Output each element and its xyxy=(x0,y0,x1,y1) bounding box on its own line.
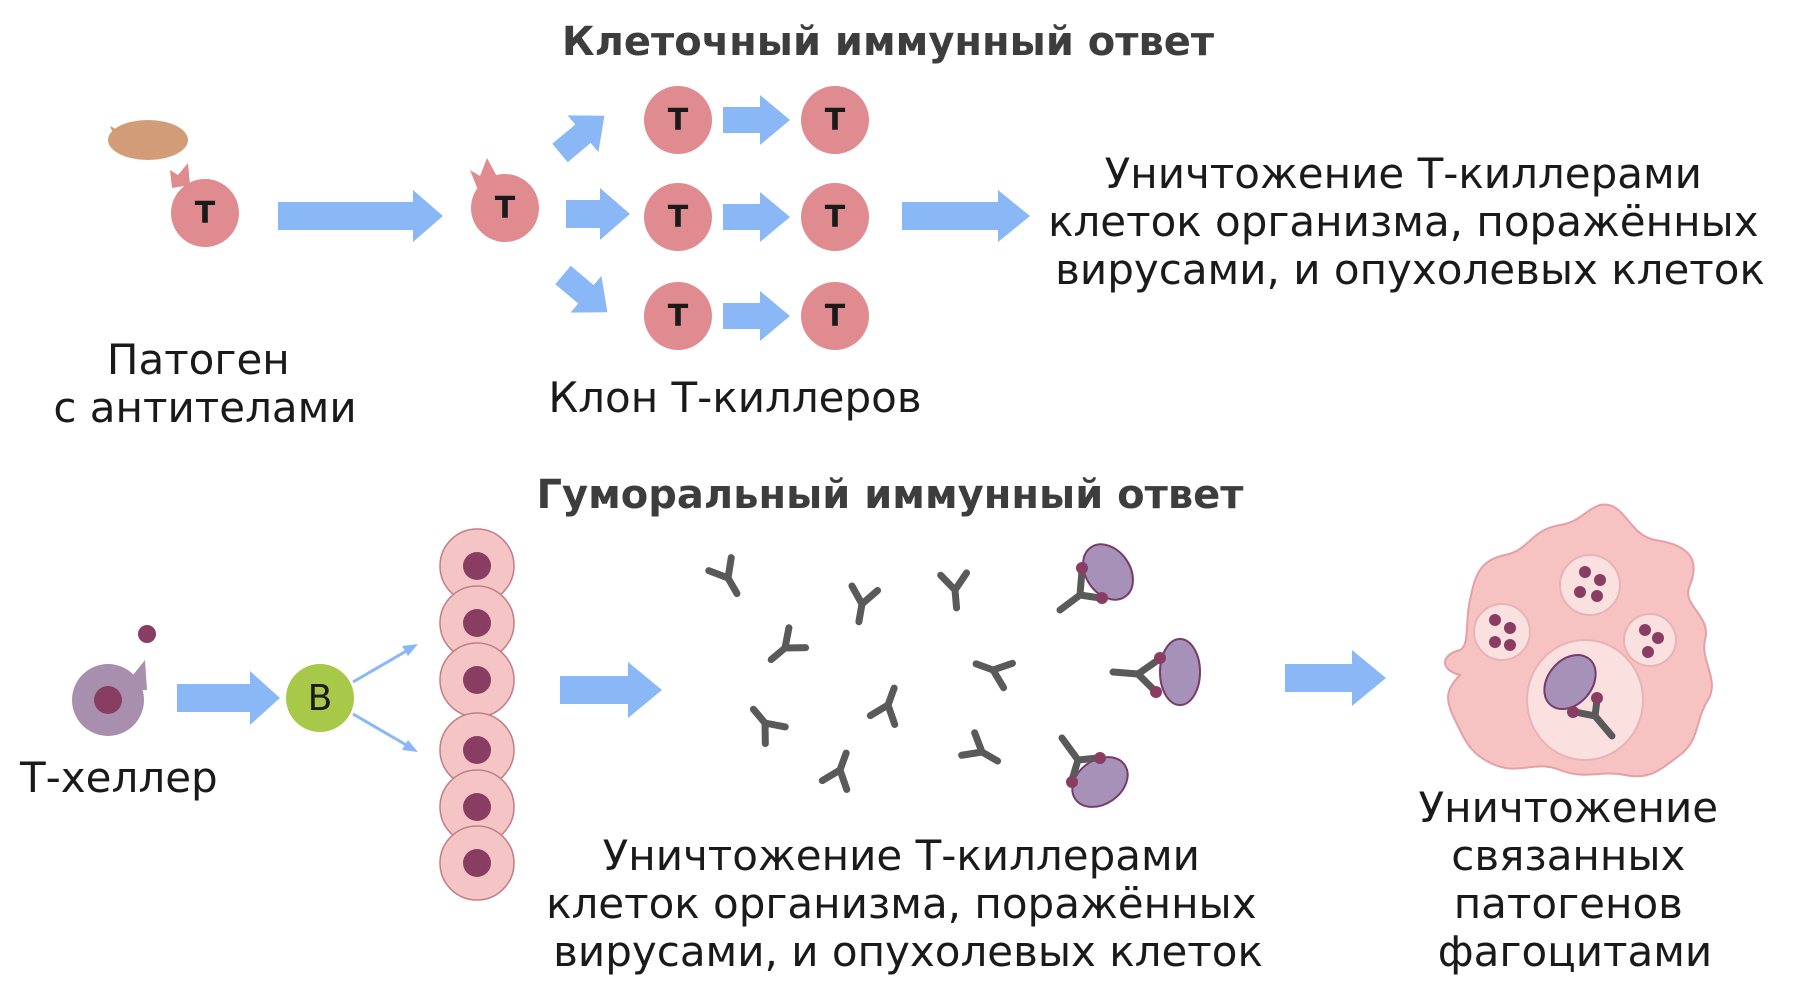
antibody xyxy=(866,684,899,728)
bound-virus xyxy=(1109,638,1201,706)
clone-label: Клон Т-киллеров xyxy=(548,373,921,422)
t-cell-receptor xyxy=(170,163,190,188)
phagocyte xyxy=(1444,503,1713,778)
arrow-right xyxy=(566,188,630,240)
t-cell-letter: Т xyxy=(668,103,689,138)
nucleus xyxy=(463,849,491,877)
antibody xyxy=(767,624,810,664)
t-cell-letter: Т xyxy=(825,200,846,235)
arrow-right xyxy=(902,190,1030,242)
antibody xyxy=(972,659,1016,692)
t-helper-receptor xyxy=(123,660,147,690)
t-cell-letter: Т xyxy=(825,103,846,138)
arrow-right xyxy=(723,291,790,341)
pathogen-tail xyxy=(110,126,122,136)
cellular-title: Клеточный иммунный ответ xyxy=(562,19,1215,65)
t-cell xyxy=(644,183,712,251)
arrow-right xyxy=(723,192,790,242)
t-cell xyxy=(801,86,869,154)
arrow-right xyxy=(1285,650,1386,706)
arrow-right xyxy=(723,95,790,145)
antibody xyxy=(818,749,851,793)
digested-particles xyxy=(1489,566,1664,658)
antibody xyxy=(749,705,789,748)
pathogen xyxy=(108,120,188,160)
t-cell-activated: Т xyxy=(470,158,539,242)
antibody-result-label: Уничтожение Т-киллерами клеток организма… xyxy=(546,831,1270,976)
arrow-right xyxy=(177,671,280,725)
bound-virus xyxy=(1058,734,1129,808)
engulfed-virus xyxy=(1543,654,1616,740)
antibody xyxy=(705,554,741,598)
nucleus xyxy=(94,686,122,714)
clone-row: Т Т xyxy=(644,282,869,350)
t-cell-letter: Т xyxy=(825,299,846,334)
t-helper-label: Т-хеллер xyxy=(19,753,218,802)
antibody xyxy=(958,729,1002,765)
t-cell-letter: Т xyxy=(668,200,689,235)
b-cell-letter: B xyxy=(308,678,333,719)
antibody xyxy=(937,569,971,612)
bound-virus xyxy=(1056,543,1134,614)
nucleus xyxy=(463,552,491,580)
thin-arrow xyxy=(352,644,418,684)
t-cell xyxy=(801,282,869,350)
t-cell-initial: Т xyxy=(170,163,239,247)
t-cell-letter: Т xyxy=(668,299,689,334)
clone-row: Т Т xyxy=(644,183,869,251)
vacuole xyxy=(1623,613,1677,667)
t-cell xyxy=(644,282,712,350)
arrow-right xyxy=(278,190,443,242)
arrow-up-right xyxy=(552,115,605,163)
antigen-particle xyxy=(138,625,156,643)
vacuole xyxy=(1559,554,1621,616)
pathogen-label: Патоген с антителами xyxy=(53,335,356,432)
thin-arrow xyxy=(352,712,418,752)
nucleus xyxy=(463,666,491,694)
antibody xyxy=(848,582,882,626)
phagocyte-label: Уничтожение связанных патогенов фагоцита… xyxy=(1419,783,1732,976)
nucleus xyxy=(463,793,491,821)
t-cell-letter: Т xyxy=(195,196,216,231)
arrow-down-right xyxy=(555,265,608,313)
t-cell xyxy=(801,183,869,251)
t-cell xyxy=(644,86,712,154)
arrow-right xyxy=(560,662,662,718)
plasma-cell-column xyxy=(439,528,515,901)
cellular-result-label: Уничтожение Т-киллерами клеток организма… xyxy=(1048,149,1772,294)
humoral-title: Гуморальный иммунный ответ xyxy=(537,472,1245,518)
t-helper-cell xyxy=(72,660,147,736)
clone-row: Т Т xyxy=(644,86,869,154)
nucleus xyxy=(463,736,491,764)
plasma-nuclei xyxy=(463,552,491,877)
antibody-group xyxy=(705,554,1016,793)
b-cell: B xyxy=(286,664,354,732)
t-cell-letter: Т xyxy=(495,191,516,226)
vacuole xyxy=(1473,603,1531,661)
nucleus xyxy=(463,609,491,637)
